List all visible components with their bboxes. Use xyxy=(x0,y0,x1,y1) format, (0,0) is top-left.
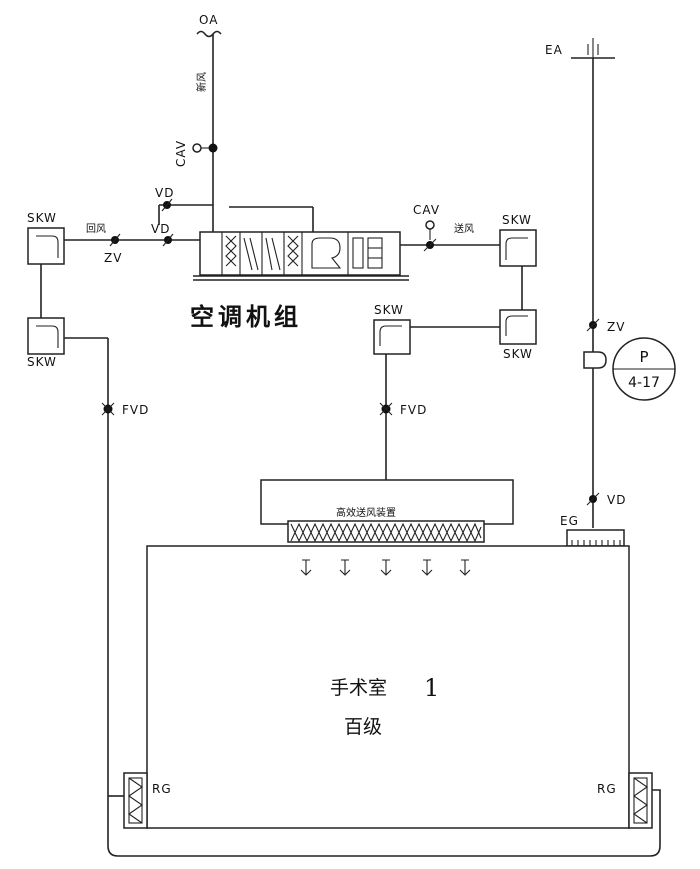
center-supply-duct: FVD xyxy=(379,354,427,480)
operating-room: 手术室 1 百级 xyxy=(146,545,630,829)
cav-right-label: CAV xyxy=(413,203,440,217)
zv-right-blade xyxy=(586,318,600,332)
zv-right-label: ZV xyxy=(607,320,625,334)
zv-left-blade xyxy=(109,233,121,247)
skw-middle-right-box xyxy=(499,309,537,345)
room-grade: 百级 xyxy=(344,716,382,738)
return-air-label: 回风 xyxy=(86,223,106,235)
skw-middle-left-box xyxy=(27,317,65,355)
rg-right-pattern xyxy=(633,777,648,824)
skw-elbow-icon xyxy=(505,315,528,336)
reference-bottom: 4-17 xyxy=(628,375,660,391)
exhaust-air-line: EA ZV VD xyxy=(545,38,626,528)
oa-break-symbol xyxy=(196,30,222,38)
supply-air-line: CAV 送风 xyxy=(400,203,500,252)
reference-top: P xyxy=(639,348,648,366)
fan-icon xyxy=(311,237,342,269)
supply-flow-arrow xyxy=(300,559,312,576)
room-number: 1 xyxy=(424,674,439,702)
vd-upper-label: VD xyxy=(155,186,174,200)
coil-icon xyxy=(243,237,259,271)
eg-label: EG xyxy=(560,514,579,528)
skw-middle-right-label: SKW xyxy=(503,347,533,361)
skw-top-left: SKW xyxy=(27,211,65,265)
skw-top-right-box xyxy=(499,229,537,267)
reference-bubble: P 4-17 xyxy=(612,337,676,401)
supply-flow-arrow xyxy=(459,559,471,576)
exhaust-fan-icon xyxy=(583,351,607,369)
eg-pattern xyxy=(571,540,621,546)
skw-elbow-icon xyxy=(36,235,59,258)
cav-valve-icon xyxy=(192,143,202,153)
return-grille-left: RG xyxy=(123,772,172,829)
supply-flow-arrow xyxy=(421,559,433,576)
filter-icon xyxy=(225,235,237,267)
filter-icon xyxy=(287,235,299,267)
humidifier-icon xyxy=(352,237,364,269)
fresh-air-label: 新风 xyxy=(195,72,208,92)
vd-upper-blade xyxy=(161,198,173,212)
hepa-filter-pattern xyxy=(290,522,482,543)
skw-top-right: SKW xyxy=(499,213,537,267)
return-bypass: VD xyxy=(155,186,213,225)
supply-device-box xyxy=(260,479,514,525)
skw-center-label: SKW xyxy=(374,303,404,317)
return-grille-right: RG xyxy=(597,772,653,829)
fvd-left-blade-b xyxy=(101,402,115,416)
vd-lower-label: VD xyxy=(151,222,170,236)
cav-right-valve-icon xyxy=(425,220,435,230)
supply-air-label: 送风 xyxy=(454,222,474,235)
vd-lower-blade xyxy=(162,233,174,247)
vd-exhaust-blade xyxy=(586,492,600,506)
cav-right-blade xyxy=(423,238,437,252)
supply-device-label: 高效送风装置 xyxy=(336,506,396,519)
skw-top-right-label: SKW xyxy=(502,213,532,227)
outdoor-air-intake: OA 新风 CAV xyxy=(174,13,222,232)
air-handling-unit: 空调机组 xyxy=(190,206,409,331)
fvd-center-blade-b xyxy=(379,402,393,416)
cav-damper-dot xyxy=(208,143,218,153)
supply-flow-arrow xyxy=(380,559,392,576)
supply-flow-arrow xyxy=(339,559,351,576)
fvd-left-label: FVD xyxy=(122,403,149,417)
zv-left-label: ZV xyxy=(104,251,122,265)
room-name: 手术室 xyxy=(330,677,387,699)
rg-left-label: RG xyxy=(152,782,172,796)
hepa-filter-pattern xyxy=(290,522,482,543)
ea-label: EA xyxy=(545,43,563,57)
skw-middle-right: SKW xyxy=(499,309,537,361)
skw-middle-left-label: SKW xyxy=(27,355,57,369)
skw-center: SKW xyxy=(373,303,411,355)
skw-center-box xyxy=(373,319,411,355)
ahu-title: 空调机组 xyxy=(190,303,302,331)
skw-elbow-icon xyxy=(36,325,59,348)
fvd-center-label: FVD xyxy=(400,403,427,417)
rg-right-label: RG xyxy=(597,782,617,796)
rg-left-inner xyxy=(128,777,143,824)
left-return-duct: FVD xyxy=(64,337,149,796)
skw-top-left-box xyxy=(27,227,65,265)
coil-icon xyxy=(265,237,281,271)
oa-label: OA xyxy=(199,13,218,27)
skw-elbow-icon xyxy=(379,325,402,346)
skw-middle-left: SKW xyxy=(27,317,65,369)
skw-elbow-icon xyxy=(505,237,528,260)
heater-icon xyxy=(367,237,383,269)
vd-exhaust-label: VD xyxy=(607,493,626,507)
rg-right-inner xyxy=(633,777,648,824)
rg-left-pattern xyxy=(128,777,143,824)
skw-top-left-label: SKW xyxy=(27,211,57,225)
room-walls xyxy=(146,545,630,829)
cav-left-label: CAV xyxy=(174,140,188,167)
return-air-line: ZV VD 回风 xyxy=(64,222,200,265)
bottom-return-loop xyxy=(107,789,661,857)
hepa-supply-device: 高效送风装置 xyxy=(260,479,514,543)
